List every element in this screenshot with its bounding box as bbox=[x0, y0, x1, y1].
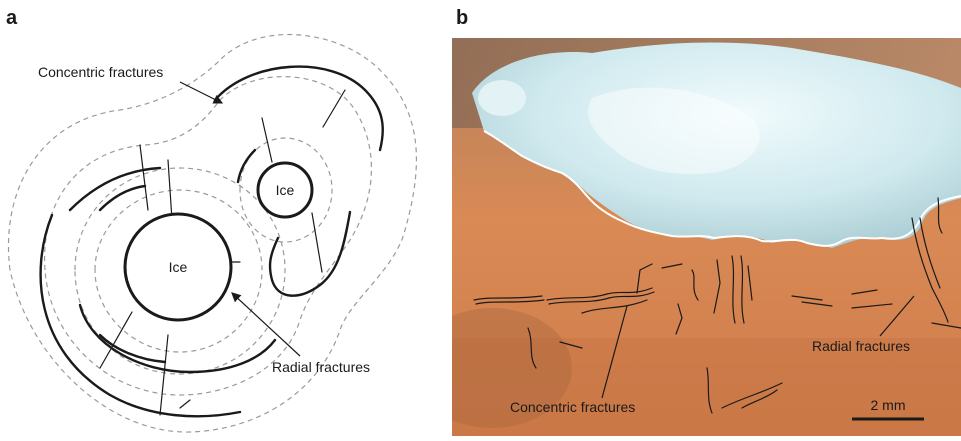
scale-bar-label: 2 mm bbox=[871, 397, 906, 413]
radial-fracture-8 bbox=[323, 90, 345, 127]
panel-b-photo: Radial fractures Concentric fractures 2 … bbox=[452, 38, 961, 436]
radial-fracture-4 bbox=[160, 335, 168, 415]
concentric-fractures-label: Concentric fractures bbox=[38, 64, 163, 80]
concentric-fracture-7 bbox=[238, 150, 255, 182]
concentric-fracture-4 bbox=[100, 186, 145, 210]
schematic-diagram: Ice Ice Concentric fractures Radial frac… bbox=[0, 0, 452, 436]
photo-concentric-label: Concentric fractures bbox=[510, 399, 635, 415]
concentric-fracture-6 bbox=[270, 212, 350, 296]
ice-droplet bbox=[478, 80, 526, 116]
concentric-arrow bbox=[180, 82, 222, 103]
radial-fracture-7 bbox=[312, 213, 322, 272]
radial-fractures-label: Radial fractures bbox=[272, 359, 370, 375]
concentric-fracture-8 bbox=[100, 335, 165, 362]
panel-b-letter: b bbox=[456, 8, 468, 28]
photo-radial-label: Radial fractures bbox=[812, 338, 910, 354]
panel-a-schematic: Ice Ice Concentric fractures Radial frac… bbox=[0, 0, 452, 436]
concentric-fracture-1 bbox=[215, 67, 383, 150]
ice-large-label: Ice bbox=[169, 259, 188, 275]
radial-arrow bbox=[232, 293, 300, 356]
micrograph: Radial fractures Concentric fractures 2 … bbox=[452, 38, 961, 436]
radial-fracture-1 bbox=[140, 145, 148, 210]
ice-small-label: Ice bbox=[276, 182, 295, 198]
radial-fracture-9 bbox=[180, 400, 190, 408]
radial-fracture-6 bbox=[262, 118, 272, 162]
